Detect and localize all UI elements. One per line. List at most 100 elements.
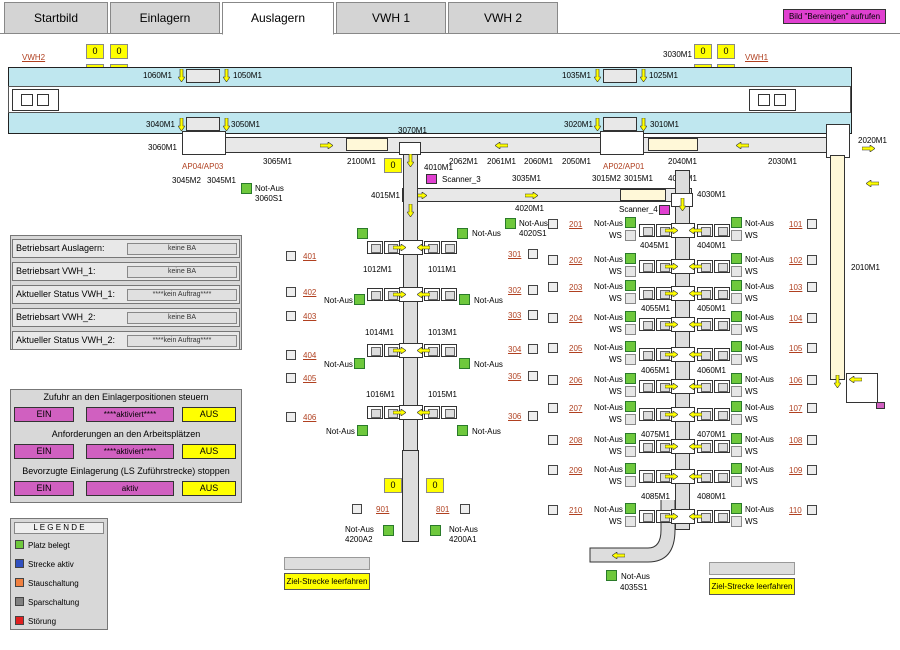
aus-button[interactable]: AUS bbox=[182, 444, 236, 459]
position-link-801[interactable]: 801 bbox=[436, 505, 450, 514]
position-link[interactable]: 301 bbox=[508, 250, 522, 259]
position-link[interactable]: 109 bbox=[789, 466, 803, 475]
status-indicator bbox=[505, 218, 516, 229]
ein-button[interactable]: EIN bbox=[14, 481, 74, 496]
position-link[interactable]: 208 bbox=[569, 436, 583, 445]
position-link[interactable]: 107 bbox=[789, 404, 803, 413]
position-link[interactable]: 101 bbox=[789, 220, 803, 229]
position-link[interactable]: 305 bbox=[508, 372, 522, 381]
position-link-901[interactable]: 901 bbox=[376, 505, 390, 514]
tab-bar: Startbild Einlagern Auslagern VWH 1 VWH … bbox=[0, 0, 900, 35]
counter: 0 bbox=[426, 478, 444, 493]
motor-label: 2010M1 bbox=[851, 263, 880, 272]
notaus-label: Not-Aus bbox=[745, 403, 774, 412]
position-link[interactable]: 203 bbox=[569, 283, 583, 292]
position-slot bbox=[528, 371, 538, 381]
tab-vwh2[interactable]: VWH 2 bbox=[448, 2, 558, 34]
ws-label: WS bbox=[745, 387, 758, 396]
ziel-strecke-button-right[interactable]: Ziel-Strecke leerfahren bbox=[709, 578, 795, 595]
status-indicator bbox=[731, 280, 742, 291]
ws-indicator bbox=[625, 266, 636, 277]
position-link[interactable]: 209 bbox=[569, 466, 583, 475]
position-link[interactable]: 104 bbox=[789, 314, 803, 323]
position-link[interactable]: 207 bbox=[569, 404, 583, 413]
vwh2-link[interactable]: VWH2 bbox=[22, 53, 46, 62]
arrow-down-icon bbox=[833, 374, 842, 390]
notaus-label: Not-Aus bbox=[745, 219, 774, 228]
ap-label: AP02/AP01 bbox=[603, 162, 645, 171]
ws-label: WS bbox=[609, 231, 622, 240]
position-link[interactable]: 110 bbox=[789, 506, 802, 515]
ws-label: WS bbox=[609, 477, 622, 486]
position-link[interactable]: 406 bbox=[303, 413, 317, 422]
position-link[interactable]: 108 bbox=[789, 436, 803, 445]
status-label: Aktueller Status VWH_1: bbox=[16, 289, 116, 299]
motor-label: 2020M1 bbox=[858, 136, 887, 145]
position-link[interactable]: 404 bbox=[303, 351, 317, 360]
position-link[interactable]: 206 bbox=[569, 376, 583, 385]
transfer-ap04 bbox=[182, 131, 226, 155]
ein-button[interactable]: EIN bbox=[14, 444, 74, 459]
arrow-down-icon bbox=[177, 117, 186, 133]
ws-indicator bbox=[731, 446, 742, 457]
position-link[interactable]: 405 bbox=[303, 374, 317, 383]
workstation bbox=[367, 288, 383, 301]
scanner-icon[interactable] bbox=[426, 174, 437, 184]
position-link[interactable]: 201 bbox=[569, 220, 583, 229]
arrow-down-icon bbox=[639, 68, 648, 84]
arrow-down-icon bbox=[406, 153, 415, 169]
ws-indicator bbox=[625, 324, 636, 335]
counter: 0 bbox=[384, 478, 402, 493]
position-link[interactable]: 103 bbox=[789, 283, 803, 292]
tab-auslagern[interactable]: Auslagern bbox=[222, 2, 334, 35]
ws-label: WS bbox=[745, 294, 758, 303]
position-link[interactable]: 102 bbox=[789, 256, 803, 265]
tab-einlagern[interactable]: Einlagern bbox=[110, 2, 220, 34]
position-link[interactable]: 204 bbox=[569, 314, 583, 323]
position-link[interactable]: 401 bbox=[303, 252, 317, 261]
position-link[interactable]: 210 bbox=[569, 506, 583, 515]
tab-vwh1[interactable]: VWH 1 bbox=[336, 2, 446, 34]
vwh1-link[interactable]: VWH1 bbox=[745, 53, 769, 62]
motor-label: 4055M1 bbox=[641, 304, 670, 313]
legend-label: Störung bbox=[28, 617, 57, 626]
status-indicator bbox=[430, 525, 441, 536]
position-slot bbox=[548, 505, 558, 515]
status-indicator bbox=[354, 294, 365, 305]
arrow-left-icon bbox=[611, 551, 626, 561]
motor-label: 4080M1 bbox=[697, 492, 726, 501]
motor-label: 3035M1 bbox=[512, 174, 541, 183]
control-state: ****aktiviert**** bbox=[86, 444, 174, 459]
aus-button[interactable]: AUS bbox=[182, 407, 236, 422]
aus-button[interactable]: AUS bbox=[182, 481, 236, 496]
status-indicator bbox=[731, 311, 742, 322]
position-link[interactable]: 303 bbox=[508, 311, 522, 320]
buffer-4020 bbox=[620, 189, 666, 201]
position-link[interactable]: 306 bbox=[508, 412, 522, 421]
position-link[interactable]: 403 bbox=[303, 312, 317, 321]
ein-button[interactable]: EIN bbox=[14, 407, 74, 422]
position-link[interactable]: 402 bbox=[303, 288, 317, 297]
status-indicator bbox=[731, 401, 742, 412]
tab-startbild[interactable]: Startbild bbox=[4, 2, 108, 34]
legend-swatch bbox=[15, 578, 24, 587]
bereinigen-button[interactable]: Bild "Bereinigen" aufrufen bbox=[783, 9, 886, 24]
notaus-label: Not-Aus bbox=[519, 219, 548, 228]
ziel-strecke-button-left[interactable]: Ziel-Strecke leerfahren bbox=[284, 573, 370, 590]
scanner-icon[interactable] bbox=[659, 205, 670, 215]
position-link[interactable]: 205 bbox=[569, 344, 583, 353]
status-indicator bbox=[731, 253, 742, 264]
arrow-left-icon bbox=[688, 289, 703, 299]
position-link[interactable]: 105 bbox=[789, 344, 803, 353]
workstation bbox=[441, 241, 457, 254]
position-link[interactable]: 302 bbox=[508, 286, 522, 295]
position-link[interactable]: 304 bbox=[508, 345, 522, 354]
ws-indicator bbox=[625, 516, 636, 527]
workstation bbox=[441, 406, 457, 419]
corner-2020 bbox=[826, 124, 850, 158]
motor-label: 3020M1 bbox=[564, 120, 593, 129]
position-link[interactable]: 202 bbox=[569, 256, 583, 265]
notaus-label: Not-Aus bbox=[472, 229, 501, 238]
position-link[interactable]: 106 bbox=[789, 376, 803, 385]
motor-label: 2040M1 bbox=[668, 157, 697, 166]
